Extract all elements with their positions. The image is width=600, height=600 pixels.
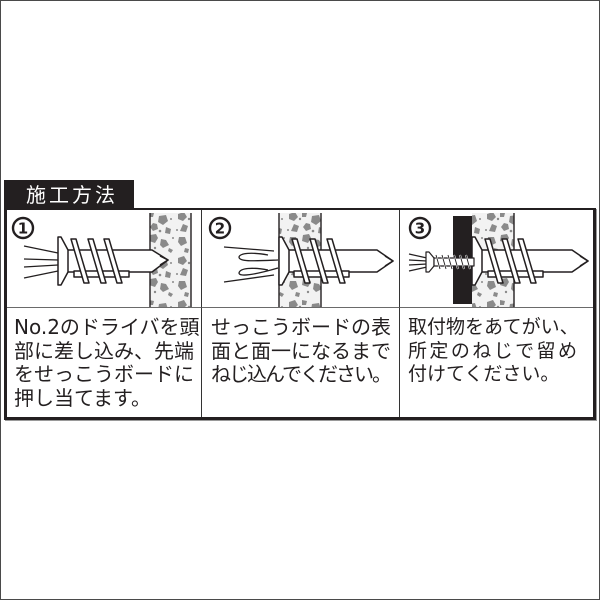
step-1-illustration: 1	[7, 210, 202, 308]
svg-text:2: 2	[215, 220, 225, 238]
step-number-badge: 1	[11, 216, 35, 240]
step-3-line: 所定のねじで留め	[408, 339, 578, 362]
step-3-illustration: 3	[400, 210, 593, 308]
drywall-anchor-icon	[278, 236, 394, 286]
step-number-badge: 2	[208, 216, 232, 240]
section-header-tab: 施工方法	[4, 180, 134, 210]
step-3-diagram: 3	[408, 213, 589, 307]
screw-icon	[408, 251, 475, 273]
step-1-line: No.2のドライバを頭	[14, 315, 200, 339]
step-1-line: をせっこうボードに	[14, 362, 194, 386]
step-2-line: 面と面一になるまで	[211, 338, 391, 363]
step-1-line: 押し当てます。	[14, 385, 151, 410]
step-1-diagram: 1	[11, 213, 192, 307]
section-title: 施工方法	[26, 183, 118, 207]
drywall-anchor-icon	[471, 236, 589, 286]
screwdriver-icon	[23, 245, 59, 279]
step-3-line: 付けてください。	[408, 363, 560, 385]
step-number-badge: 3	[408, 216, 432, 240]
step-2-line: ねじ込んでください。	[211, 362, 392, 386]
step-3-text: 取付物をあてがい、 所定のねじで留め 付けてください。	[400, 308, 593, 417]
step-2-illustration: 2	[202, 210, 400, 308]
step-2-diagram: 2	[208, 213, 394, 307]
step-2-line: せっこうボードの表	[211, 315, 391, 339]
step-1-line: 部に差し込み、先端	[14, 338, 194, 363]
step-3-line: 取付物をあてがい、	[408, 316, 579, 338]
drywall-anchor-icon	[57, 236, 169, 286]
svg-text:3: 3	[415, 220, 425, 238]
step-1-text: No.2のドライバを頭 部に差し込み、先端 をせっこうボードに 押し当てます。	[7, 308, 202, 417]
instruction-table: 1	[4, 208, 596, 420]
step-2-text: せっこうボードの表 面と面一になるまで ねじ込んでください。	[202, 308, 400, 417]
svg-text:1: 1	[18, 220, 28, 238]
screwdriver-icon	[223, 246, 279, 283]
